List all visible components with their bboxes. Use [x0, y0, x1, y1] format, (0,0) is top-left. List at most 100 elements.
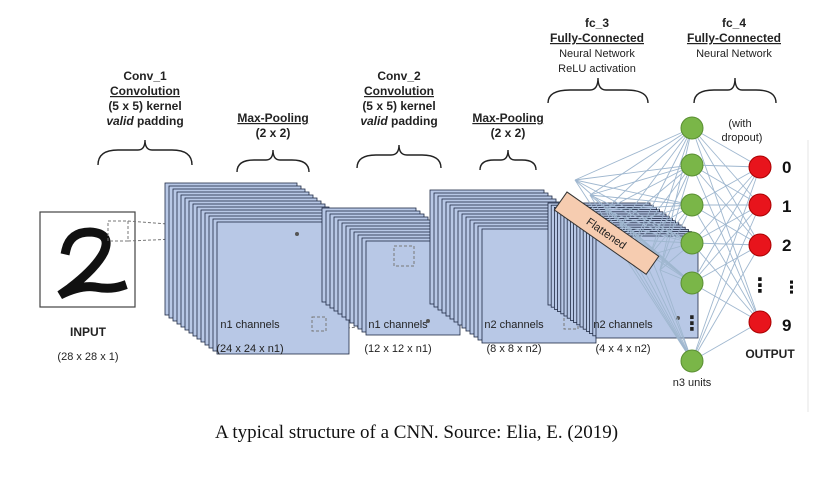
dropout-note-line1: (with [728, 118, 751, 130]
fc3-line2: ReLU activation [558, 63, 636, 75]
digit-two-glyph [57, 227, 128, 300]
fc4-connection [691, 166, 761, 206]
output-neuron [748, 310, 772, 334]
layer4-dims: (4 x 4 x n2) [595, 343, 650, 355]
fc3-connection [619, 204, 693, 226]
fc3-connection [589, 127, 693, 196]
fc3-connection [574, 179, 693, 206]
fc4-connection [691, 321, 761, 362]
conv2-label: Conv_2 Convolution (5 x 5) kernel valid … [356, 69, 442, 169]
pool1-name: Max-Pooling [237, 111, 308, 125]
fc3-connection [634, 127, 693, 241]
fc3-connection [659, 164, 693, 271]
output-neuron [748, 233, 772, 257]
flattened-rect [553, 191, 660, 275]
feature-stack-pool2 [547, 202, 699, 339]
output-digit-2: 2 [782, 236, 791, 255]
fc3-connection [649, 127, 693, 256]
input-frame [39, 211, 136, 308]
input-title: INPUT [70, 325, 107, 339]
fc4-connection [691, 127, 761, 206]
output-neuron [748, 155, 772, 179]
input-dims: (28 x 28 x 1) [57, 351, 118, 363]
output-title: OUTPUT [745, 347, 795, 361]
output-digit-0: 0 [782, 158, 791, 177]
fc4-connection [691, 244, 761, 362]
fc3-connection [604, 209, 693, 244]
pooling-window [311, 316, 327, 332]
fc4-connection [691, 166, 761, 362]
feature-stack-conv1 [164, 182, 350, 355]
hidden-neuron [680, 231, 704, 255]
fc3-connection [574, 127, 693, 181]
fc3-connection [589, 164, 693, 196]
output-digit-ellipsis: ⋮ [783, 278, 800, 297]
fc3-connection [634, 164, 693, 241]
fc3-connection [574, 179, 693, 244]
fc4-label: fc_4 Fully-Connected Neural Network [687, 16, 781, 104]
fc4-name: fc_4 [722, 16, 746, 30]
fc4-connection [691, 204, 761, 244]
input-image [39, 211, 136, 308]
fc4-type: Fully-Connected [687, 31, 781, 45]
fc3-connection [649, 254, 693, 362]
fc3-connection [574, 179, 693, 362]
fc3-connection [659, 204, 693, 271]
hidden-neuron [680, 116, 704, 140]
pool2-name: Max-Pooling [472, 111, 543, 125]
conv1-padding: valid padding [106, 114, 183, 128]
fc4-connection [691, 204, 761, 284]
fc3-connection [659, 269, 693, 362]
layer2-title: n1 channels [368, 319, 428, 331]
fc4-connection [691, 166, 761, 284]
fc3-connection [619, 224, 693, 244]
hidden-units-label: n3 units [673, 377, 712, 389]
fc3-connection [659, 127, 693, 271]
fully-connected-lines [574, 127, 761, 362]
layer1-title: n1 channels [220, 319, 280, 331]
hidden-neuron [680, 153, 704, 177]
fc3-line1: Neural Network [559, 48, 635, 60]
fc3-type: Fully-Connected [550, 31, 644, 45]
fc3-connection [619, 164, 693, 226]
figure-caption: A typical structure of a CNN. Source: El… [214, 422, 619, 443]
fc4-connection [691, 166, 761, 244]
pool1-label: Max-Pooling (2 x 2) [236, 111, 310, 173]
conv2-kernel: (5 x 5) kernel [362, 99, 435, 113]
conv1-name: Conv_1 [123, 69, 167, 83]
fc3-name: fc_3 [585, 16, 609, 30]
conv2-name: Conv_2 [377, 69, 421, 83]
conv2-brace [356, 144, 442, 169]
layer3-dims: (8 x 8 x n2) [486, 343, 541, 355]
fc4-line1: Neural Network [696, 48, 772, 60]
fc3-connection [619, 127, 693, 226]
fc4-connection [691, 127, 761, 168]
input-receptive-field [107, 220, 129, 242]
layer4-title: n2 channels [593, 319, 653, 331]
fc3-connection [574, 164, 693, 181]
fc4-connection [691, 204, 761, 362]
pool1-size: (2 x 2) [256, 126, 291, 140]
output-node-ellipsis: ⋮ [750, 275, 770, 297]
receptive-point [295, 232, 299, 236]
conv-window [393, 245, 415, 267]
pool1-brace [236, 149, 310, 173]
hidden-ellipsis: ⋮ [682, 313, 702, 335]
cnn-diagram: Conv_1 Convolution (5 x 5) kernel valid … [39, 16, 809, 412]
hidden-layer-nodes [680, 116, 704, 373]
output-neuron [748, 193, 772, 217]
fc3-connection [649, 164, 693, 256]
fc3-label: fc_3 Fully-Connected Neural Network ReLU… [547, 16, 649, 104]
layer2-dims: (12 x 12 x n1) [364, 343, 431, 355]
pool2-label: Max-Pooling (2 x 2) [472, 111, 544, 171]
fc3-connection [604, 204, 693, 211]
hidden-neuron [680, 193, 704, 217]
pool2-brace [479, 149, 537, 171]
dropout-note-line2: dropout) [722, 132, 763, 144]
conv1-kernel: (5 x 5) kernel [108, 99, 181, 113]
output-digit-1: 1 [782, 197, 791, 216]
conv1-label: Conv_1 Convolution (5 x 5) kernel valid … [97, 69, 193, 166]
output-digit-9: 9 [782, 316, 791, 335]
hidden-neuron [680, 349, 704, 373]
